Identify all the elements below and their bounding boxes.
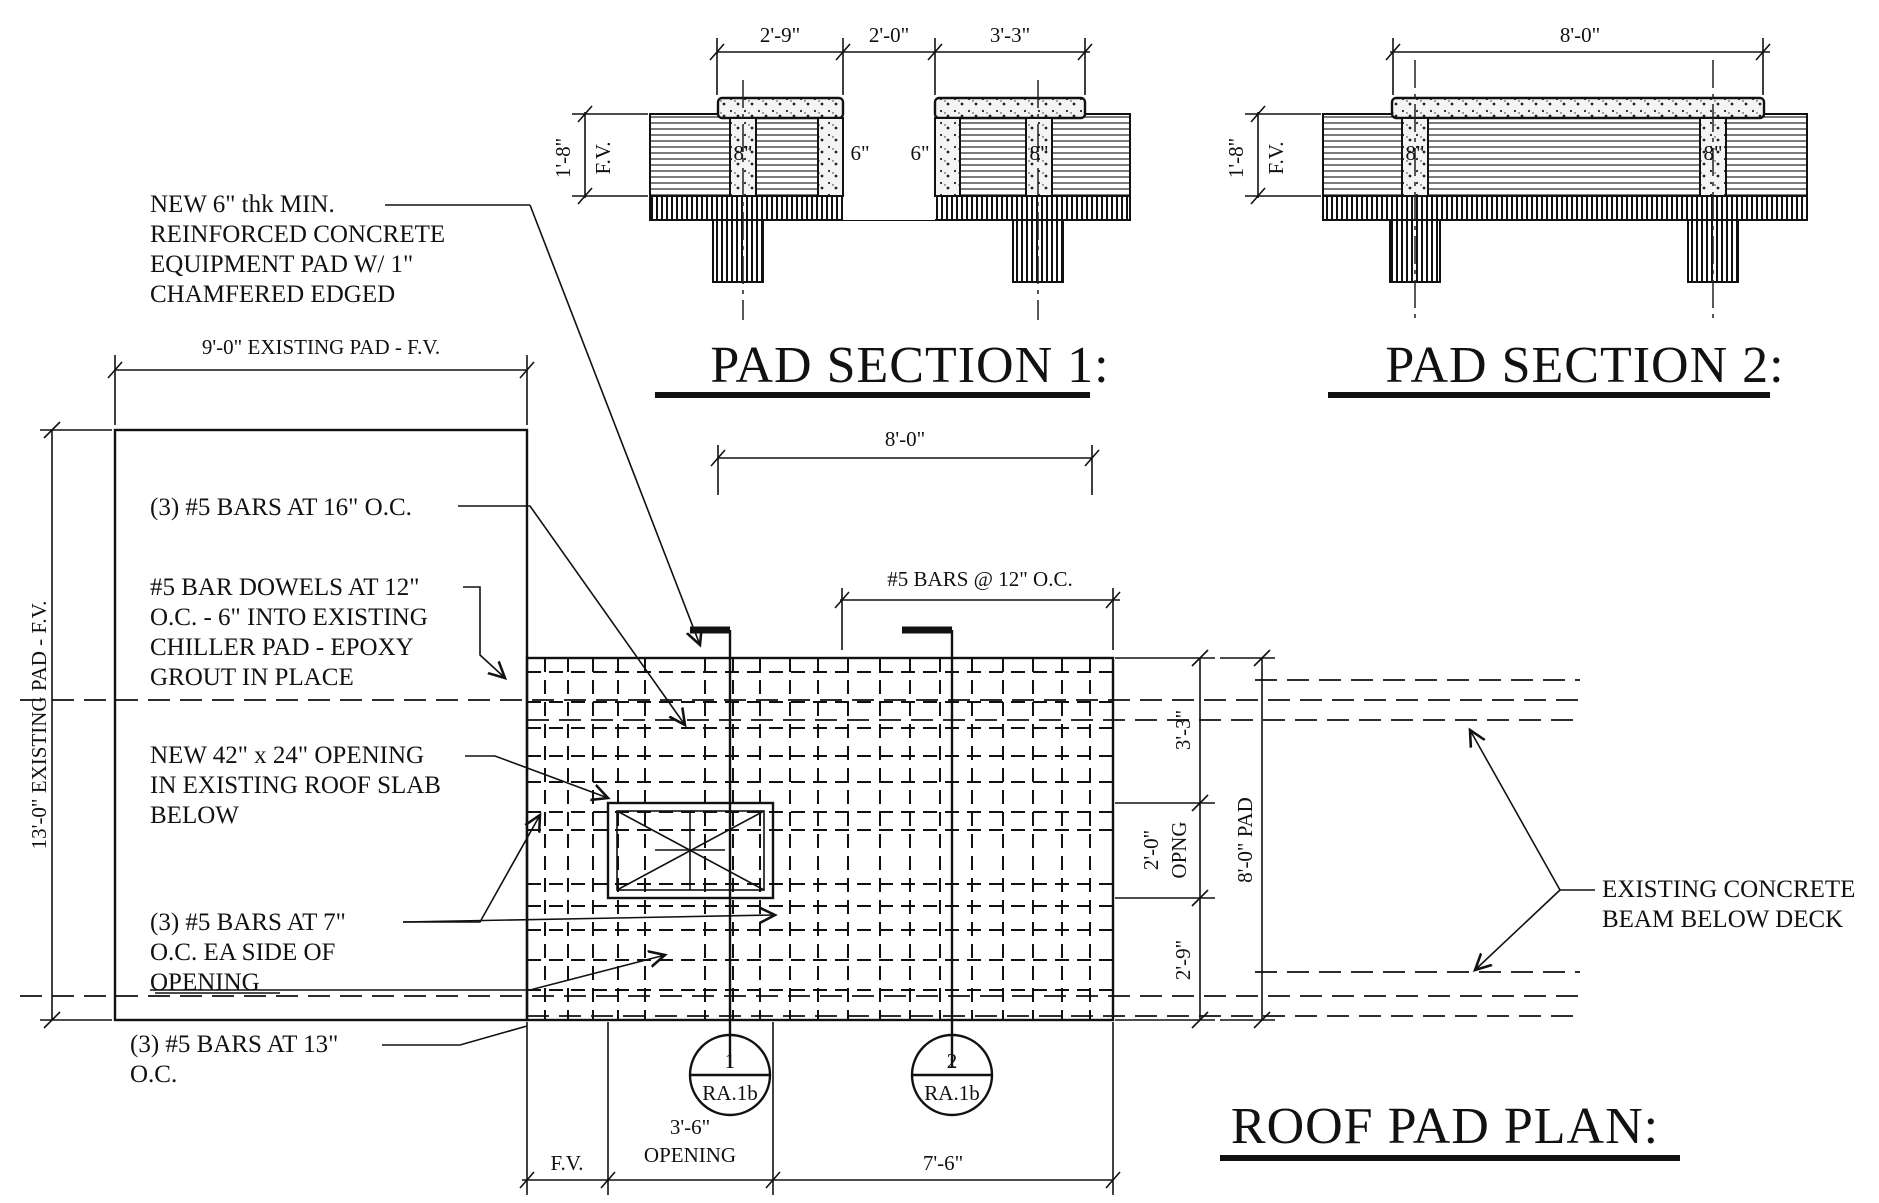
s1-pier-6b: 6" <box>910 141 929 165</box>
note-beam-1: EXISTING CONCRETE <box>1602 876 1855 903</box>
s1-dim-a: 2'-9" <box>760 23 800 47</box>
s1-pier-8b: 8" <box>1029 141 1048 165</box>
rebar-grid <box>527 658 1113 1020</box>
leader-lines <box>150 204 1595 1046</box>
bottom-dim-opening-label: OPENING <box>644 1143 736 1167</box>
plan-title: ROOF PAD PLAN: <box>1231 1098 1659 1155</box>
s1-fv-label: F.V. <box>591 142 615 175</box>
s1-height-dim: 1'-8" <box>551 138 575 178</box>
note-dowels-4: GROUT IN PLACE <box>150 664 354 691</box>
right-dim-opng-label: OPNG <box>1167 821 1191 878</box>
s1-pier-8a: 8" <box>733 141 752 165</box>
section-marker-1[interactable]: 1 RA.1b <box>688 1033 772 1117</box>
bottom-dim-opening: 3'-6" <box>670 1115 710 1139</box>
right-dim-pad: 8'-0" PAD <box>1233 797 1257 883</box>
note-bars-13-1: (3) #5 BARS AT 13" <box>130 1031 338 1058</box>
note-dowels-3: CHILLER PAD - EPOXY <box>150 634 414 661</box>
note-new-pad-1: NEW 6" thk MIN. <box>150 191 335 218</box>
note-bars-7-2: O.C. EA SIDE OF <box>150 939 335 966</box>
note-beam-2: BEAM BELOW DECK <box>1602 906 1843 933</box>
roof-pad-plan: 9'-0" EXISTING PAD - F.V. 13'-0" EXISTIN… <box>20 191 1855 1195</box>
note-bars-7-1: (3) #5 BARS AT 7" <box>150 909 346 936</box>
note-bars-7-3: OPENING <box>150 969 260 996</box>
s1-dim-c: 3'-3" <box>990 23 1030 47</box>
s1-dim-b: 2'-0" <box>869 23 909 47</box>
bars-12-dim: #5 BARS @ 12" O.C. <box>887 567 1072 591</box>
existing-pad-width-dim: 9'-0" EXISTING PAD - F.V. <box>202 335 440 359</box>
note-dowels-1: #5 BAR DOWELS AT 12" <box>150 574 419 601</box>
right-dim-bottom: 2'-9" <box>1171 940 1195 980</box>
section-marker-2[interactable]: 2 RA.1b <box>910 1033 994 1117</box>
right-dim-top: 3'-3" <box>1171 710 1195 750</box>
note-new-pad-4: CHAMFERED EDGED <box>150 281 395 308</box>
s2-pier-8a: 8" <box>1405 141 1424 165</box>
note-dowels-2: O.C. - 6" INTO EXISTING <box>150 604 428 631</box>
marker-1-sheet: RA.1b <box>702 1081 757 1105</box>
marker-2-number: 2 <box>947 1049 958 1073</box>
pad-section-2: 8'-0" 1'-8" F.V. 8" 8" PAD SECTION 2: <box>1224 23 1808 398</box>
s2-fv-label: F.V. <box>1264 142 1288 175</box>
plan-top-width-dim: 8'-0" <box>885 427 925 451</box>
pad-section-1: 2'-9" 2'-0" 3'-3" 1'-8" F.V. 8" 6" 6" 8"… <box>551 23 1131 398</box>
note-opening-1: NEW 42" x 24" OPENING <box>150 742 424 769</box>
marker-2-sheet: RA.1b <box>924 1081 979 1105</box>
s1-pier-6a: 6" <box>850 141 869 165</box>
s2-height-dim: 1'-8" <box>1224 138 1248 178</box>
note-new-pad-3: EQUIPMENT PAD W/ 1" <box>150 251 413 278</box>
right-dim-opening: 2'-0" <box>1139 830 1163 870</box>
note-opening-2: IN EXISTING ROOF SLAB <box>150 772 441 799</box>
note-opening-3: BELOW <box>150 802 239 829</box>
bottom-dim-fv: F.V. <box>551 1151 584 1175</box>
note-new-pad-2: REINFORCED CONCRETE <box>150 221 445 248</box>
bottom-dim-right: 7'-6" <box>923 1151 963 1175</box>
note-bars-16: (3) #5 BARS AT 16" O.C. <box>150 494 412 521</box>
section-2-title: PAD SECTION 2: <box>1385 337 1784 394</box>
note-bars-13-2: O.C. <box>130 1061 177 1088</box>
section-1-title: PAD SECTION 1: <box>710 337 1109 394</box>
existing-pad-height-dim: 13'-0" EXISTING PAD - F.V. <box>27 601 51 850</box>
s2-pier-8b: 8" <box>1703 141 1722 165</box>
s2-dim-width: 8'-0" <box>1560 23 1600 47</box>
marker-1-number: 1 <box>725 1049 736 1073</box>
